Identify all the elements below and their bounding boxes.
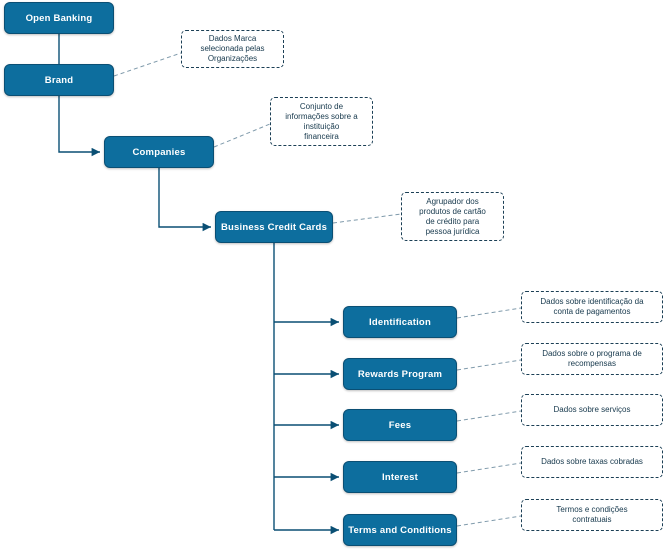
leader-rewards-program-note [456,359,522,371]
leader-identification-note [456,307,522,319]
node-fees-label: Fees [388,419,412,431]
node-companies-label: Companies [132,146,186,158]
leader-companies-note [213,123,271,148]
node-interest[interactable]: Interest [343,461,457,493]
node-identification-label: Identification [369,316,431,328]
connector-brand-to-companies [58,96,100,157]
note-brand-text: Dados Marca selecionada pelas Organizaçõ… [200,34,265,63]
node-brand[interactable]: Brand [4,64,114,96]
note-rewards-program-text: Dados sobre o programa de recompensas [542,349,642,368]
node-terms-and-conditions-label: Terms and Conditions [348,524,452,536]
node-fees[interactable]: Fees [343,409,457,441]
node-rewards-program-label: Rewards Program [357,368,443,380]
node-terms-and-conditions[interactable]: Terms and Conditions [343,514,457,546]
leader-business-credit-cards-note [332,213,402,224]
node-rewards-program[interactable]: Rewards Program [343,358,457,390]
note-identification: Dados sobre identificação da conta de pa… [521,291,663,323]
leader-brand-note [113,52,182,77]
note-interest: Dados sobre taxas cobradas [521,446,663,478]
note-rewards-program: Dados sobre o programa de recompensas [521,343,663,375]
node-companies[interactable]: Companies [104,136,214,168]
node-business-credit-cards[interactable]: Business Credit Cards [215,211,333,243]
note-identification-text: Dados sobre identificação da conta de pa… [540,297,644,316]
note-business-credit-cards-text: Agrupador dos produtos de cartão de créd… [419,196,486,236]
leader-interest-note [456,462,522,474]
note-companies-text: Conjunto de informações sobre a institui… [285,101,358,141]
node-open-banking-label: Open Banking [25,12,93,24]
note-fees: Dados sobre serviços [521,394,663,426]
note-terms-and-conditions: Termos e condições contratuais [521,499,663,531]
note-brand: Dados Marca selecionada pelas Organizaçõ… [181,30,284,68]
connector-companies-to-business-credit-cards [158,168,211,232]
note-companies: Conjunto de informações sobre a institui… [270,97,373,146]
node-identification[interactable]: Identification [343,306,457,338]
note-business-credit-cards: Agrupador dos produtos de cartão de créd… [401,192,504,241]
node-brand-label: Brand [44,74,74,86]
note-terms-and-conditions-text: Termos e condições contratuais [556,505,628,524]
note-fees-text: Dados sobre serviços [553,405,631,414]
note-interest-text: Dados sobre taxas cobradas [541,457,643,466]
leader-fees-note [456,410,522,422]
node-open-banking[interactable]: Open Banking [4,2,114,34]
node-interest-label: Interest [382,471,418,483]
leader-terms-and-conditions-note [456,515,522,527]
node-business-credit-cards-label: Business Credit Cards [220,221,328,233]
